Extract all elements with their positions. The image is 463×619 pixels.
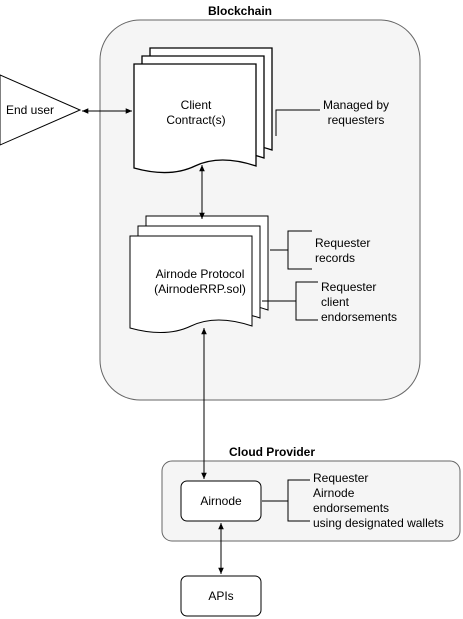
requester-records-line2: records [315,251,355,265]
airnode-endorsements-line1: Requester [313,471,368,485]
airnode-endorsements-line3: endorsements [313,501,389,515]
requester-records-line1: Requester [315,236,370,250]
apis-node[interactable]: APIs [180,575,262,617]
blockchain-title: Blockchain [208,4,272,18]
cloud-provider-title: Cloud Provider [229,445,315,459]
airnode-endorsements-line2: Airnode [313,486,355,500]
airnode-endorsements-note: Requester Airnode endorsements using des… [262,471,444,530]
requester-records-note: Requester records [270,230,370,270]
client-contracts-node[interactable]: Client Contract(s) [133,47,273,174]
client-contracts-line2: Contract(s) [166,113,225,127]
airnode-endorsements-line4: using designated wallets [313,516,444,530]
client-endorsements-note: Requester client endorsements [262,280,397,324]
client-endorsements-line3: endorsements [321,310,397,324]
managed-note-line1: Managed by [323,98,389,112]
managed-note-line2: requesters [328,113,385,127]
end-user-node[interactable]: End user [0,74,82,146]
client-endorsements-line1: Requester [321,280,376,294]
airnode-label: Airnode [200,494,242,508]
end-user-label: End user [6,103,54,117]
airnode-protocol-line2: (AirnodeRRP.sol) [154,282,246,296]
apis-label: APIs [208,589,233,603]
airnode-protocol-node[interactable]: Airnode Protocol (AirnodeRRP.sol) [129,215,269,333]
managed-note: Managed by requesters [275,98,389,136]
client-contracts-line1: Client [181,98,212,112]
client-endorsements-line2: client [321,295,350,309]
airnode-protocol-line1: Airnode Protocol [156,267,245,281]
airnode-node[interactable]: Airnode [180,480,262,522]
